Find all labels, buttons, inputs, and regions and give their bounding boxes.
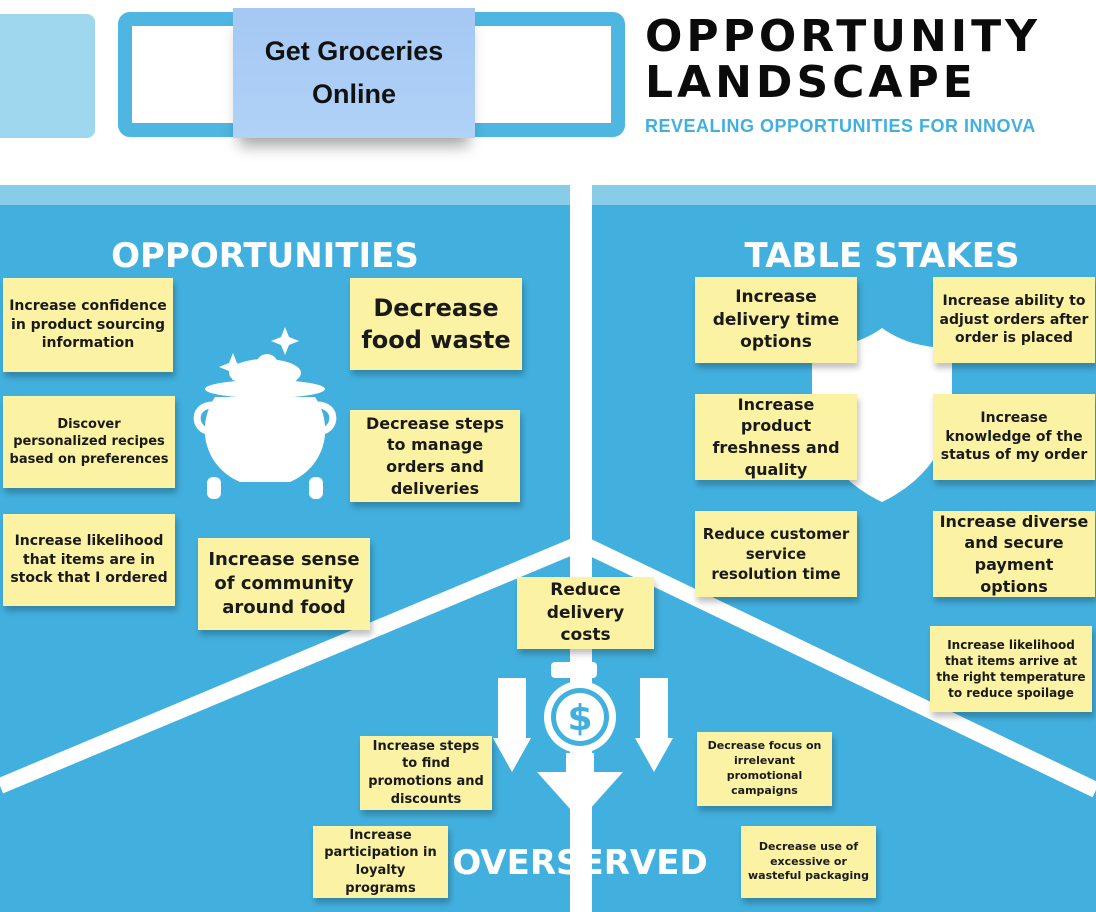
sticky-note[interactable]: Reduce delivery costs bbox=[517, 577, 654, 649]
sticky-note[interactable]: Increase product freshness and quality bbox=[695, 394, 857, 480]
sticky-note[interactable]: Decrease focus on irrelevant promotional… bbox=[697, 732, 832, 806]
header-block bbox=[0, 14, 95, 138]
sticky-note[interactable]: Increase sense of community around food bbox=[198, 538, 370, 630]
topic-note[interactable]: Get Groceries Online bbox=[233, 8, 475, 138]
title-line-2: LANDSCAPE bbox=[645, 57, 977, 108]
dollar-down-arrows-icon: $ bbox=[493, 662, 673, 820]
sticky-note[interactable]: Increase diverse and secure payment opti… bbox=[933, 511, 1095, 597]
sticky-note[interactable]: Discover personalized recipes based on p… bbox=[3, 396, 175, 488]
heading-opportunities: OPPORTUNITIES bbox=[111, 236, 419, 276]
sticky-note[interactable]: Increase knowledge of the status of my o… bbox=[933, 394, 1095, 480]
sticky-note[interactable]: Increase participation in loyalty progra… bbox=[313, 826, 448, 898]
sticky-note[interactable]: Increase confidence in product sourcing … bbox=[3, 278, 173, 372]
heading-overserved: OVERSERVED bbox=[452, 843, 708, 883]
sticky-note[interactable]: Increase steps to find promotions and di… bbox=[360, 736, 492, 810]
sticky-note[interactable]: Decrease use of excessive or wasteful pa… bbox=[741, 826, 876, 898]
page-subtitle: REVEALING OPPORTUNITIES FOR INNOVA bbox=[645, 116, 1036, 136]
sticky-note[interactable]: Decrease food waste bbox=[350, 278, 522, 370]
title-line-1: OPPORTUNITY bbox=[645, 11, 1042, 62]
sticky-note[interactable]: Increase likelihood that items are in st… bbox=[3, 514, 175, 606]
treasure-pot-icon bbox=[193, 327, 337, 499]
sticky-note[interactable]: Decrease steps to manage orders and deli… bbox=[350, 410, 520, 502]
heading-table-stakes: TABLE STAKES bbox=[744, 236, 1020, 276]
sticky-note[interactable]: Increase ability to adjust orders after … bbox=[933, 277, 1095, 363]
sticky-note[interactable]: Reduce customer service resolution time bbox=[695, 511, 857, 597]
svg-text:$: $ bbox=[567, 698, 592, 739]
sticky-note[interactable]: Increase delivery time options bbox=[695, 277, 857, 363]
sticky-note[interactable]: Increase likelihood that items arrive at… bbox=[930, 626, 1092, 712]
